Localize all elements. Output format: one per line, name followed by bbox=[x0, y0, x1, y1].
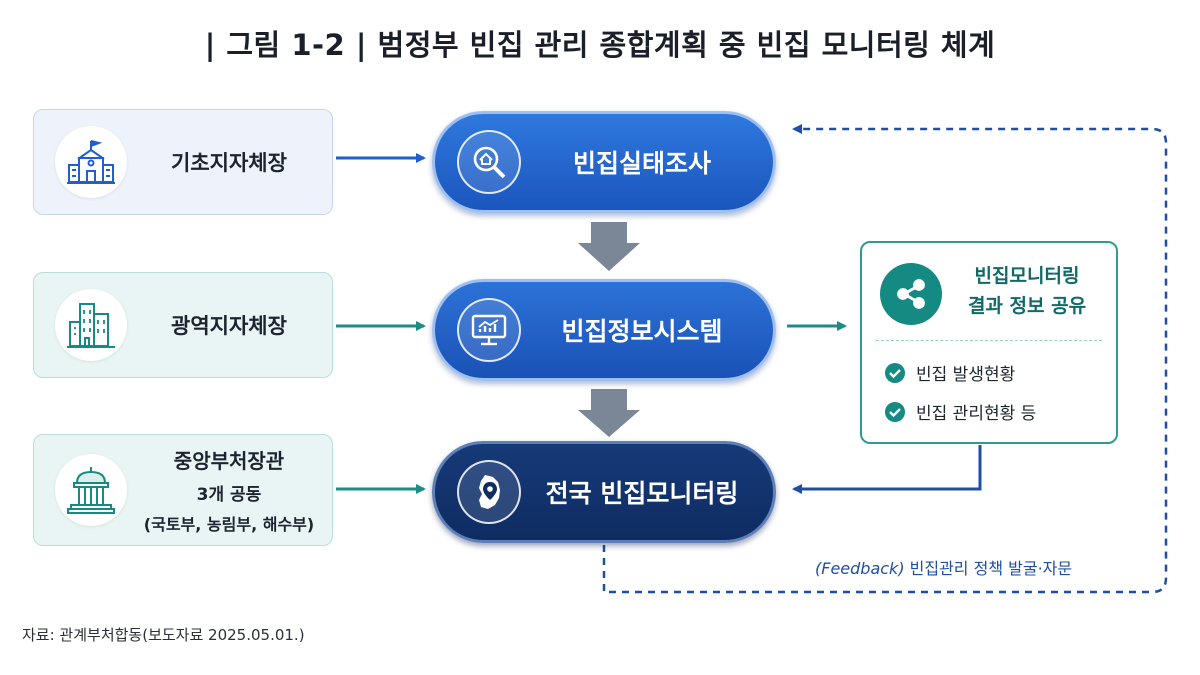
home-search-icon bbox=[457, 130, 521, 194]
check-circle-icon bbox=[885, 401, 905, 422]
korea-map-pin-icon bbox=[457, 460, 521, 524]
feedback-loop bbox=[602, 124, 1168, 594]
divider bbox=[876, 340, 1102, 341]
actor-central-label: 중앙부처장관 bbox=[173, 449, 285, 473]
step-label: 빈집실태조사 bbox=[572, 149, 711, 178]
result-item-label: 빈집 발생현황 bbox=[916, 365, 1016, 385]
result-box-title: 빈집모니터링 결과 정보 공유 bbox=[946, 261, 1108, 321]
result-item-label: 빈집 관리현황 등 bbox=[916, 404, 1037, 424]
result-title-line1: 빈집모니터링 bbox=[974, 265, 1080, 287]
step-label: 빈집정보시스템 bbox=[561, 317, 723, 346]
down-arrow-1 bbox=[578, 222, 640, 271]
step-vacant-house-survey: 빈집실태조사 bbox=[432, 111, 776, 213]
step-label: 전국 빈집모니터링 bbox=[545, 479, 739, 508]
arrow-result-to-monitoring bbox=[792, 445, 982, 494]
result-item: 빈집 관리현황 등 bbox=[884, 399, 1036, 424]
result-sharing-box: 빈집모니터링 결과 정보 공유 빈집 발생현황 빈집 관리현황 등 bbox=[860, 241, 1118, 444]
share-icon bbox=[880, 263, 942, 325]
actor-basic-local-gov: 기초지자체장 bbox=[33, 109, 333, 215]
actor-regional-label: 광역지자체장 bbox=[171, 314, 287, 338]
actor-central-ministries-list: (국토부, 농림부, 해수부) bbox=[143, 515, 315, 534]
source-note: 자료: 관계부처합동(보도자료 2025.05.01.) bbox=[22, 626, 305, 644]
feedback-label: (Feedback) 빈집관리 정책 발굴·자문 bbox=[815, 555, 1072, 579]
government-building-icon bbox=[55, 454, 127, 526]
actor-label-wrap: 광역지자체장 bbox=[134, 273, 324, 377]
actor-label-wrap: 중앙부처장관 3개 공동 (국토부, 농림부, 해수부) bbox=[134, 435, 324, 545]
down-arrow-2 bbox=[578, 389, 640, 437]
result-item: 빈집 발생현황 bbox=[884, 360, 1015, 385]
feedback-prefix: (Feedback) bbox=[815, 559, 905, 578]
actor-regional-local-gov: 광역지자체장 bbox=[33, 272, 333, 378]
actor-central-ministries: 중앙부처장관 3개 공동 (국토부, 농림부, 해수부) bbox=[33, 434, 333, 546]
actor-central-sub: 3개 공동 bbox=[196, 485, 262, 505]
feedback-text: 빈집관리 정책 발굴·자문 bbox=[904, 559, 1073, 578]
monitor-chart-icon bbox=[457, 298, 521, 362]
step-vacant-house-system: 빈집정보시스템 bbox=[432, 279, 776, 381]
actor-basic-label: 기초지자체장 bbox=[171, 151, 287, 175]
step-national-monitoring: 전국 빈집모니터링 bbox=[432, 441, 776, 543]
figure-title: | 그림 1-2 | 범정부 빈집 관리 종합계획 중 빈집 모니터링 체계 bbox=[204, 28, 996, 62]
office-building-icon bbox=[55, 289, 127, 361]
actor-label-wrap: 기초지자체장 bbox=[134, 110, 324, 214]
result-title-line2: 결과 정보 공유 bbox=[967, 295, 1087, 317]
school-building-icon bbox=[55, 126, 127, 198]
check-circle-icon bbox=[885, 362, 905, 383]
